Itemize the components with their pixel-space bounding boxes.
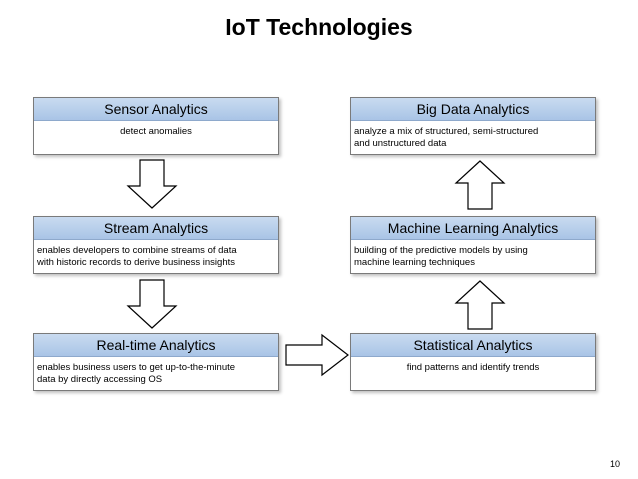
stream-analytics-title: Stream Analytics [34,217,278,240]
right-arrow-icon [285,333,349,377]
sensor-analytics-box: Sensor Analytics detect anomalies [33,97,279,155]
up-arrow-icon [454,160,506,210]
stream-analytics-box: Stream Analytics enables developers to c… [33,216,279,274]
statistical-analytics-desc: find patterns and identify trends [406,362,540,373]
ml-analytics-desc: building of the predictive models by usi… [354,245,528,268]
realtime-analytics-title: Real-time Analytics [34,334,278,357]
statistical-analytics-box: Statistical Analytics find patterns and … [350,333,596,391]
stream-analytics-desc: enables developers to combine streams of… [37,245,237,268]
page-number: 10 [609,459,620,469]
down-arrow-icon [126,159,178,209]
page-title: IoT Technologies [225,14,413,40]
ml-analytics-title: Machine Learning Analytics [351,217,595,240]
big-data-analytics-box: Big Data Analytics analyze a mix of stru… [350,97,596,155]
realtime-analytics-box: Real-time Analytics enables business use… [33,333,279,391]
statistical-analytics-title: Statistical Analytics [351,334,595,357]
big-data-analytics-title: Big Data Analytics [351,98,595,121]
down-arrow-icon [126,279,178,329]
realtime-analytics-desc: enables business users to get up-to-the-… [37,362,236,385]
sensor-analytics-title: Sensor Analytics [34,98,278,121]
ml-analytics-box: Machine Learning Analytics building of t… [350,216,596,274]
big-data-analytics-desc: analyze a mix of structured, semi-struct… [354,126,539,149]
up-arrow-icon [454,280,506,330]
sensor-analytics-desc: detect anomalies [120,126,192,137]
